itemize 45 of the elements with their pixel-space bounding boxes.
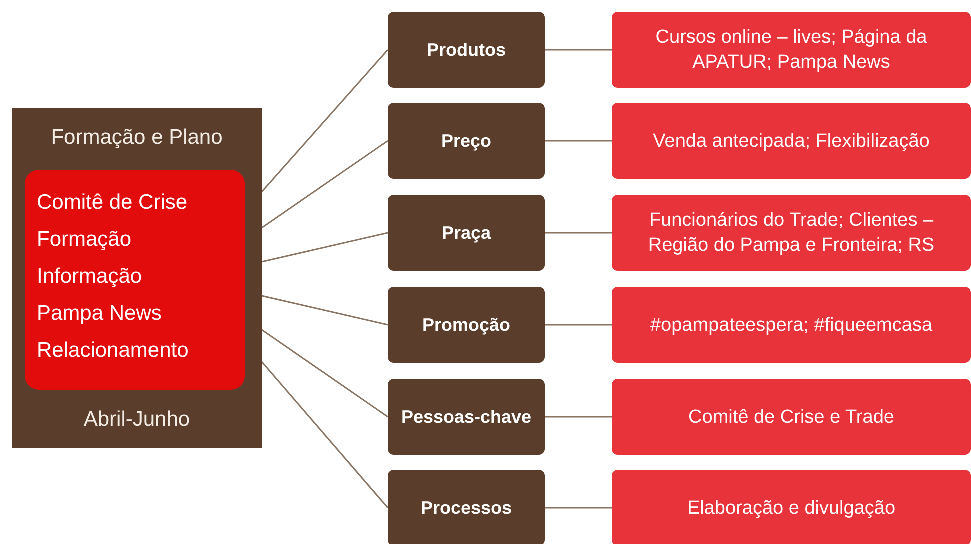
- detail-box: [612, 103, 971, 179]
- category-label: Praça: [442, 222, 492, 244]
- detail-text: Elaboração e divulgação: [687, 496, 896, 520]
- category-box: [388, 195, 545, 271]
- detail-text: Cursos online – lives; Página da APATUR; Pampa News: [654, 26, 928, 75]
- connector-line: [261, 50, 389, 192]
- category-label: Produtos: [427, 40, 506, 60]
- category-box: [388, 379, 545, 455]
- connector-line: [545, 232, 612, 234]
- detail-text: #opampateespera; #fiqueemcasa: [650, 314, 933, 338]
- category-label: Preço: [441, 130, 492, 152]
- detail-box: [612, 379, 971, 455]
- detail-box: [612, 287, 971, 363]
- list-box: [25, 170, 245, 390]
- list-item: Pampa News: [37, 301, 163, 327]
- category-label: Promoção: [422, 314, 511, 336]
- connector-line: [545, 324, 612, 326]
- connector-line: [261, 362, 389, 508]
- category-box: [388, 103, 545, 179]
- detail-box: [612, 12, 971, 88]
- list-item: Relacionamento: [37, 338, 190, 364]
- detail-text: Funcionários do Trade; Clientes – Região do Pampa e Fronteira; RS: [647, 209, 936, 258]
- category-box: [388, 287, 545, 363]
- panel-footer: Abril-Junho: [12, 408, 262, 432]
- detail-text: Venda antecipada; Flexibilização: [653, 130, 930, 154]
- category-label: Pessoas-chave: [401, 406, 532, 428]
- list-item: Formação: [37, 227, 133, 253]
- connector-line: [262, 329, 388, 418]
- panel-title: Formação e Plano: [50, 126, 224, 150]
- list-item: Comitê de Crise: [37, 190, 189, 216]
- category-label: Processos: [420, 498, 512, 518]
- connector-line: [545, 140, 612, 142]
- detail-box: [612, 195, 971, 271]
- panel-box: [12, 108, 262, 448]
- list-item: Informação: [37, 264, 144, 290]
- connector-line: [262, 232, 388, 263]
- connector-line: [545, 507, 612, 509]
- category-box: [388, 12, 545, 88]
- connector-line: [545, 416, 612, 418]
- connector-line: [545, 49, 612, 51]
- detail-box: [612, 470, 971, 544]
- connector-line: [262, 140, 388, 229]
- category-box: [388, 470, 545, 544]
- detail-text: Comitê de Crise e Trade: [688, 406, 894, 430]
- connector-line: [262, 295, 388, 326]
